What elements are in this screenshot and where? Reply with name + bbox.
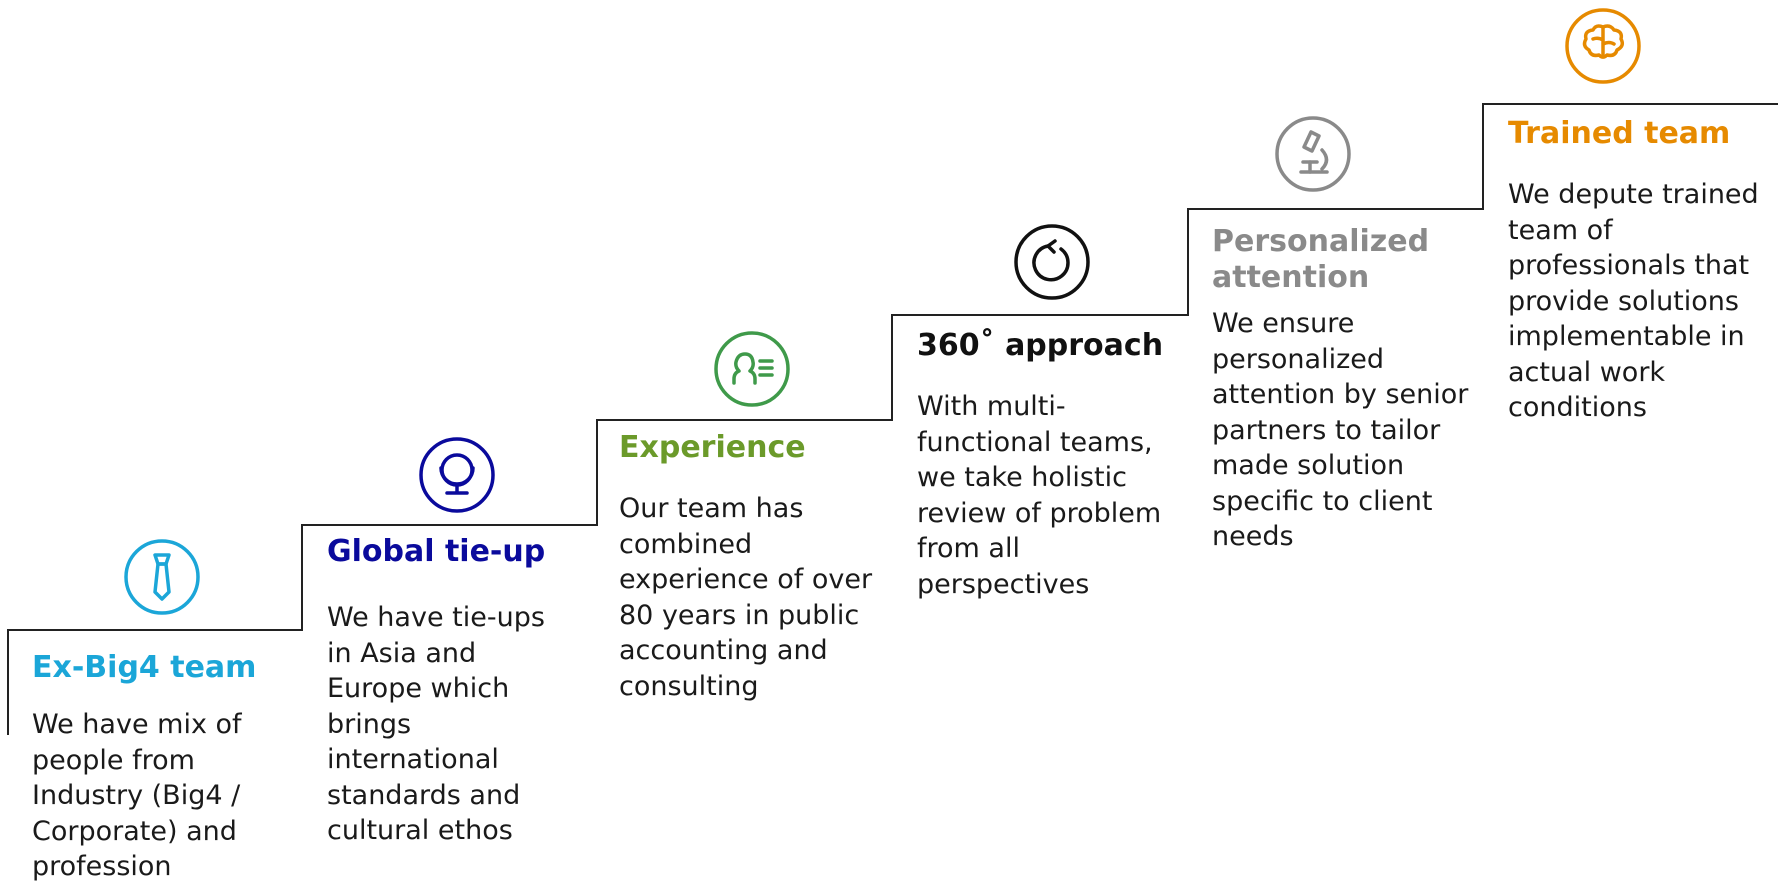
tie-icon <box>122 537 202 617</box>
brain-icon <box>1563 6 1643 86</box>
step-title-global: Global tie-up <box>327 534 546 569</box>
step-description-personalized: We ensure personalized attention by seni… <box>1212 308 1469 552</box>
step-description-ex-big4: We have mix of people from Industry (Big… <box>32 709 242 882</box>
step-description-global: We have tie-ups in Asia and Europe which… <box>327 602 545 846</box>
step-description-experience: Our team has combined experience of over… <box>619 493 873 702</box>
circular-arrow-icon <box>1012 222 1092 302</box>
step-title-trained: Trained team <box>1508 116 1731 151</box>
step-description-trained: We depute trained team of professionals … <box>1508 179 1759 423</box>
microscope-icon <box>1273 114 1353 194</box>
step-description-360-approach: With multi-functional teams, we take hol… <box>917 391 1162 600</box>
step-title-personalized: Personalized attention <box>1212 224 1430 295</box>
experienced-person-icon <box>712 329 792 409</box>
step-title-experience: Experience <box>619 430 806 465</box>
step-title-ex-big4: Ex-Big4 team <box>32 650 257 685</box>
step-title-360-approach: 360˚ approach <box>917 328 1164 363</box>
globe-icon <box>417 435 497 515</box>
